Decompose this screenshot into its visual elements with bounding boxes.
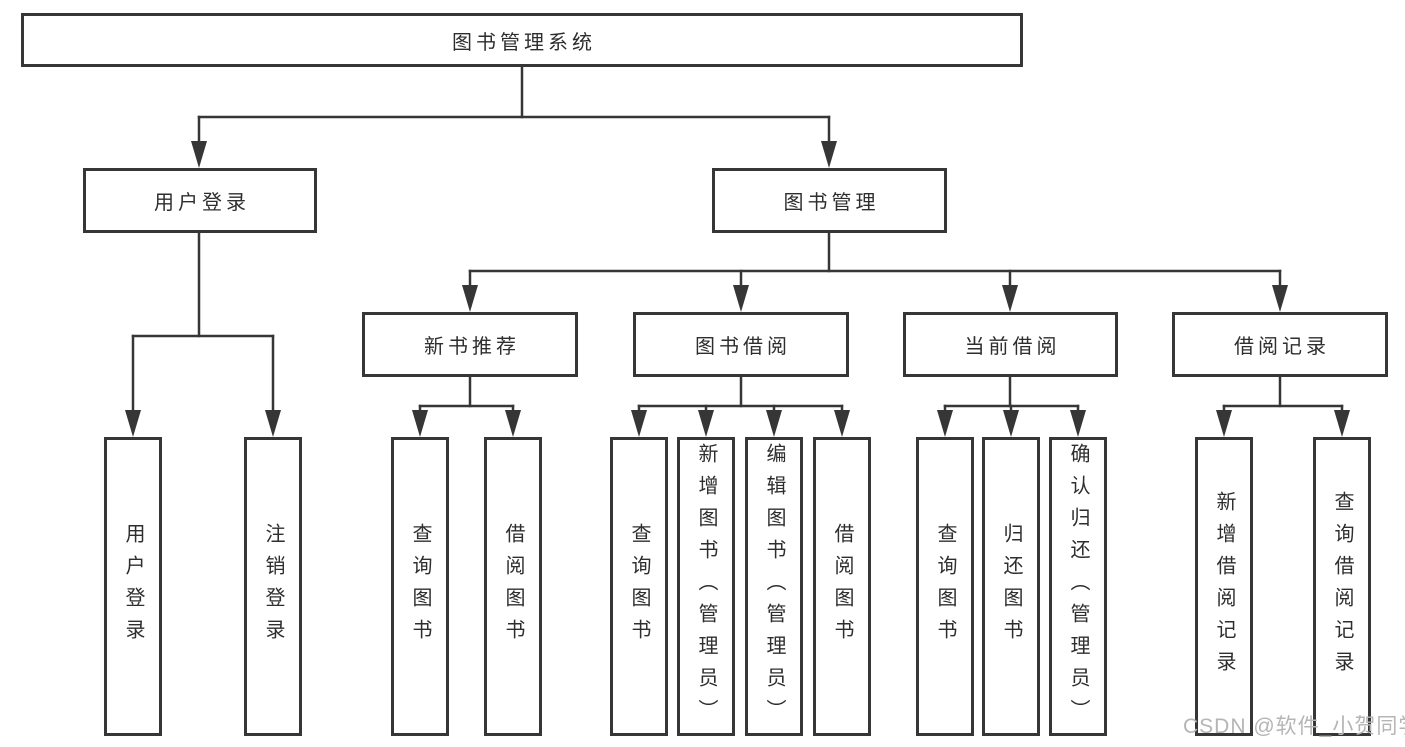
arrow-down-icon	[1002, 285, 1018, 312]
leaf-label: 查询图书	[409, 522, 431, 651]
arrow-down-icon	[1003, 410, 1019, 437]
leaf-label: 查询图书	[934, 522, 956, 651]
node-label: 当前借阅	[964, 336, 1061, 358]
arrow-down-icon	[733, 285, 749, 312]
arrow-down-icon	[821, 141, 837, 168]
leaf-borrow-edit-books-admin: 编辑图书（管理员）	[745, 437, 803, 736]
arrow-down-icon	[1334, 410, 1350, 437]
arrow-down-icon	[937, 410, 953, 437]
node-book-borrow: 图书借阅	[633, 312, 849, 377]
leaf-label: 确认归还（管理员）	[1067, 442, 1089, 731]
arrow-down-icon	[412, 410, 428, 437]
leaf-label: 新增图书（管理员）	[695, 442, 717, 731]
connector-new-book-split	[412, 375, 521, 437]
arrow-down-icon	[631, 410, 647, 437]
node-label: 图书管理系统	[452, 31, 596, 54]
node-label: 图书借阅	[695, 336, 791, 358]
leaf-newbook-query-books: 查询图书	[391, 437, 449, 736]
node-book-management: 图书管理	[712, 168, 947, 233]
leaf-current-return-books: 归还图书	[982, 437, 1040, 736]
connector-book-borrow-split	[631, 375, 850, 437]
leaf-logout: 注销登录	[244, 437, 302, 736]
node-label: 图书管理	[783, 192, 880, 214]
node-root-system: 图书管理系统	[21, 13, 1023, 67]
arrow-down-icon	[462, 285, 478, 312]
arrow-down-icon	[834, 410, 850, 437]
leaf-borrow-query-books: 查询图书	[610, 437, 668, 736]
node-new-book-recommend: 新书推荐	[362, 312, 578, 377]
leaf-label: 注销登录	[262, 522, 284, 651]
leaf-label: 查询图书	[628, 522, 650, 651]
arrow-down-icon	[698, 410, 714, 437]
connector-root-split	[191, 65, 837, 168]
arrow-down-icon	[1272, 285, 1288, 312]
connector-borrow-records-split	[1216, 375, 1350, 437]
arrow-down-icon	[265, 410, 281, 437]
node-current-borrow: 当前借阅	[903, 312, 1118, 377]
arrow-down-icon	[505, 410, 521, 437]
leaf-current-query-books: 查询图书	[916, 437, 974, 736]
leaf-label: 借阅图书	[502, 522, 524, 651]
leaf-label: 用户登录	[122, 522, 144, 651]
connector-current-borrow-split	[937, 375, 1086, 437]
node-borrow-records: 借阅记录	[1172, 312, 1388, 377]
leaf-current-confirm-return-admin: 确认归还（管理员）	[1049, 437, 1107, 736]
leaf-borrow-add-books-admin: 新增图书（管理员）	[677, 437, 735, 736]
connector-user-login-split	[125, 231, 281, 437]
leaf-records-add-record: 新增借阅记录	[1195, 437, 1253, 736]
arrow-down-icon	[1070, 410, 1086, 437]
arrow-down-icon	[1216, 410, 1232, 437]
node-label: 新书推荐	[424, 336, 520, 358]
leaf-borrow-borrow-books: 借阅图书	[813, 437, 871, 736]
connector-book-management-split	[462, 231, 1288, 312]
leaf-label: 借阅图书	[831, 522, 853, 651]
leaf-label: 新增借阅记录	[1213, 490, 1235, 683]
arrow-down-icon	[766, 410, 782, 437]
arrow-down-icon	[191, 141, 207, 168]
leaf-newbook-borrow-books: 借阅图书	[484, 437, 542, 736]
node-user-login: 用户登录	[83, 168, 317, 233]
leaf-label: 查询借阅记录	[1331, 490, 1353, 683]
leaf-label: 编辑图书（管理员）	[763, 442, 785, 731]
node-label: 借阅记录	[1234, 336, 1330, 358]
leaf-records-query-record: 查询借阅记录	[1313, 437, 1371, 736]
leaf-user-login: 用户登录	[104, 437, 162, 736]
csdn-watermark: CSDN @软件_小贺同学	[1183, 715, 1405, 738]
node-label: 用户登录	[154, 192, 250, 214]
arrow-down-icon	[125, 410, 141, 437]
leaf-label: 归还图书	[1000, 522, 1022, 651]
